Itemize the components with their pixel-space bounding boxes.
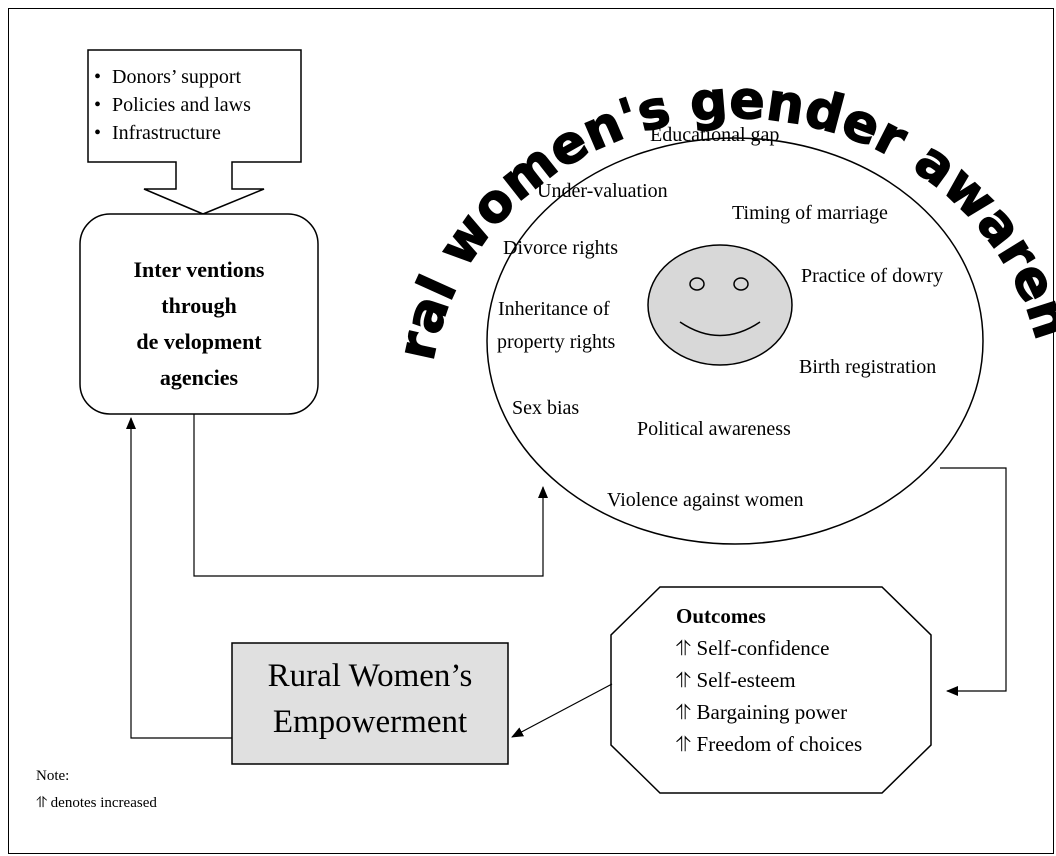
note: Note: ⥣ denotes increased xyxy=(36,763,157,817)
empowerment-line1: Rural Women’s xyxy=(267,658,473,694)
interventions-line: agencies xyxy=(159,365,239,390)
term-violence-against-women: Violence against women xyxy=(607,489,804,511)
term-inheritance-line2: property rights xyxy=(497,331,616,353)
interventions-label: Inter ventions through de velopment agen… xyxy=(80,252,318,396)
interventions-line: through xyxy=(161,293,237,318)
diagram-frame xyxy=(8,8,1054,854)
term-inheritance-line1: Inheritance of xyxy=(498,298,610,320)
note-heading: Note: xyxy=(36,768,70,784)
empowerment-to-interventions-arrow xyxy=(126,417,232,739)
outcomes-to-empowerment-arrow xyxy=(511,683,613,738)
smiley-left-eye xyxy=(689,277,705,291)
smiley-right-eye xyxy=(733,277,749,291)
outcomes-list: Outcomes ⥣ Self-confidence ⥣ Self-esteem… xyxy=(676,600,862,760)
outcome-freedom-of-choices: ⥣ Freedom of choices xyxy=(676,732,863,756)
empowerment-box xyxy=(231,642,509,765)
outcome-self-esteem: ⥣ Self-esteem xyxy=(676,668,796,692)
term-divorce-rights: Divorce rights xyxy=(503,237,618,259)
term-practice-of-dowry: Practice of dowry xyxy=(801,265,944,287)
interventions-line: de velopment xyxy=(136,329,262,354)
awareness-to-outcomes-arrow xyxy=(940,467,1007,696)
term-educational-gap: Educational gap xyxy=(650,124,780,146)
outcome-bargaining-power: ⥣ Bargaining power xyxy=(676,700,848,724)
term-birth-registration: Birth registration xyxy=(799,356,937,378)
term-sex-bias: Sex bias xyxy=(512,397,580,419)
outcome-self-confidence: ⥣ Self-confidence xyxy=(676,636,830,660)
term-political-awareness: Political awareness xyxy=(637,418,791,440)
interventions-box xyxy=(79,213,319,415)
outcomes-octagon xyxy=(610,586,932,794)
term-under-valuation: Under-valuation xyxy=(537,180,668,202)
interventions-line: Inter ventions xyxy=(133,257,265,282)
support-item-policies: Policies and laws xyxy=(94,91,251,119)
empowerment-label: Rural Women’s Empowerment xyxy=(232,653,508,745)
smiley-mouth xyxy=(679,321,761,337)
support-item-infrastructure: Infrastructure xyxy=(94,119,251,147)
outcomes-heading: Outcomes xyxy=(676,604,766,628)
support-item-donors: Donors’ support xyxy=(94,63,251,91)
note-legend: ⥣ denotes increased xyxy=(36,795,157,811)
smiley-face xyxy=(647,244,793,366)
interventions-to-awareness-arrow xyxy=(193,414,548,577)
empowerment-line2: Empowerment xyxy=(272,704,468,740)
term-timing-of-marriage: Timing of marriage xyxy=(732,202,888,224)
support-list: Donors’ support Policies and laws Infras… xyxy=(94,63,251,147)
